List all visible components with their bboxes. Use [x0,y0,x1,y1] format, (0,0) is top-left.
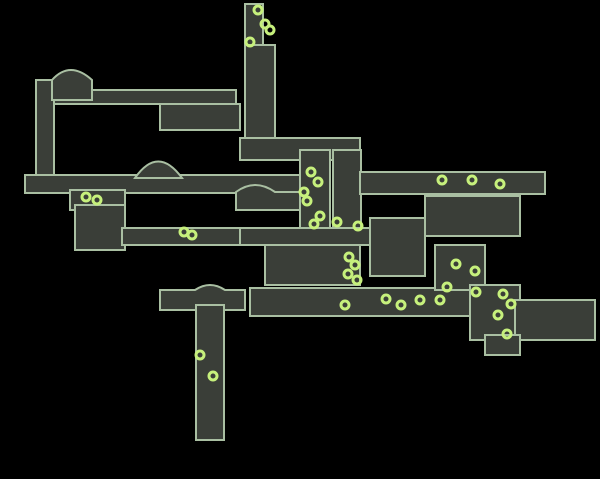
ring-marker-icon[interactable] [331,216,343,228]
left-lower-room [74,204,126,251]
ring-marker-icon[interactable] [352,220,364,232]
ring-marker-icon[interactable] [194,349,206,361]
ring-marker-icon[interactable] [343,251,355,263]
ring-marker-icon[interactable] [314,210,326,222]
left-arch-room [159,284,246,311]
ring-marker-icon[interactable] [492,309,504,321]
ring-marker-icon[interactable] [436,174,448,186]
ring-marker-icon[interactable] [470,286,482,298]
ring-marker-icon[interactable] [380,293,392,305]
upper-room [159,103,241,131]
ring-marker-icon[interactable] [312,176,324,188]
map-rooms [24,3,596,441]
ring-marker-icon[interactable] [244,36,256,48]
ring-marker-icon[interactable] [91,194,103,206]
right-corridor [359,171,546,195]
map-markers [80,4,517,382]
ring-marker-icon[interactable] [349,259,361,271]
ring-marker-icon[interactable] [339,299,351,311]
bottom-left-shaft [195,304,225,441]
middle-corridor [239,227,371,246]
ring-marker-icon[interactable] [414,294,426,306]
ring-marker-icon[interactable] [466,174,478,186]
top-shaft-lower [244,44,276,146]
arch-room-top [51,69,93,101]
right-bottom-stub [484,334,521,356]
ring-marker-icon[interactable] [298,186,310,198]
arch-circle-room [133,160,184,179]
ring-marker-icon[interactable] [264,24,276,36]
ring-marker-icon[interactable] [80,191,92,203]
ring-marker-icon[interactable] [186,229,198,241]
ring-marker-icon[interactable] [342,268,354,280]
ring-marker-icon[interactable] [434,294,446,306]
ring-marker-icon[interactable] [450,258,462,270]
ring-marker-icon[interactable] [308,218,320,230]
bottom-long-corridor [249,287,481,317]
ring-marker-icon[interactable] [207,370,219,382]
arch-room-mid [235,184,301,211]
right-upper-room [424,195,521,237]
ring-marker-icon[interactable] [395,299,407,311]
ring-marker-icon[interactable] [501,328,513,340]
far-right-corridor [514,299,596,341]
middle-room [369,217,426,277]
ring-marker-icon[interactable] [494,178,506,190]
ring-marker-icon[interactable] [252,4,264,16]
ring-marker-icon[interactable] [351,274,363,286]
ring-marker-icon[interactable] [305,166,317,178]
lower-middle-room [264,244,361,286]
ring-marker-icon[interactable] [469,265,481,277]
ring-marker-icon[interactable] [497,288,509,300]
ring-marker-icon[interactable] [441,281,453,293]
ring-marker-icon[interactable] [505,298,517,310]
ring-marker-icon[interactable] [301,195,313,207]
